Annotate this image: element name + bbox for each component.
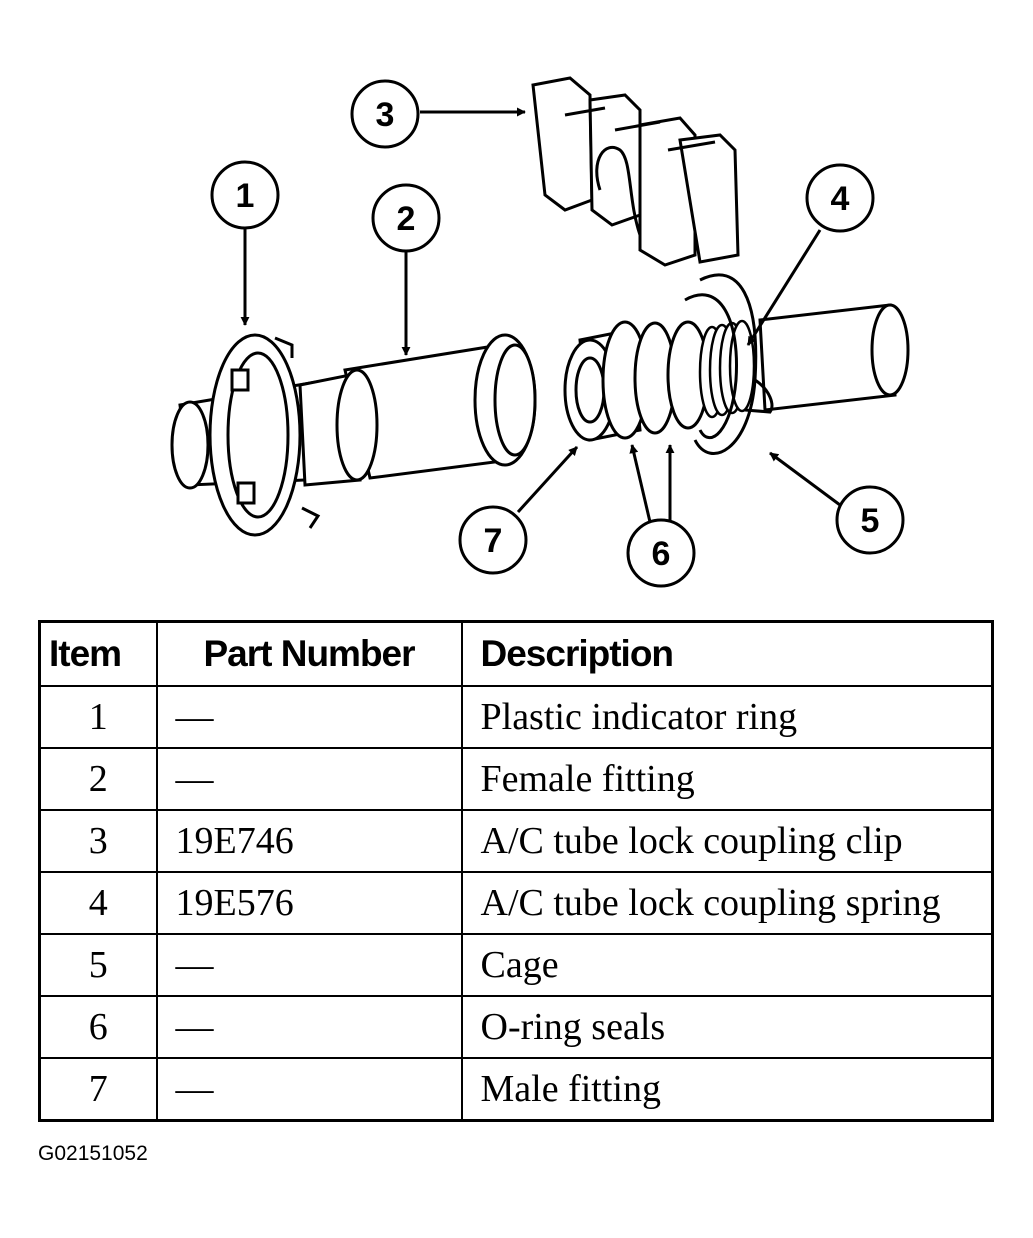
table-row: 6 — O-ring seals: [38, 995, 994, 1059]
svg-text:7: 7: [484, 522, 503, 560]
callout-5: 5: [835, 485, 905, 555]
leader-arrow-6a: [629, 444, 652, 523]
column-header-part-number: Part Number: [155, 620, 463, 687]
svg-text:4: 4: [831, 180, 850, 218]
description-cell: O-ring seals: [460, 995, 994, 1059]
part-number-cell: —: [155, 933, 463, 997]
part-number-cell: 19E576: [155, 871, 463, 935]
male-side-tube: [758, 303, 910, 412]
table-row: 4 19E576 A/C tube lock coupling spring: [38, 871, 994, 935]
item-cell: 6: [38, 995, 158, 1059]
leader-arrow-7: [516, 445, 579, 514]
table-row: 3 19E746 A/C tube lock coupling clip: [38, 809, 994, 873]
parts-table: Item Part Number Description 1 — Plastic…: [38, 620, 994, 1122]
svg-text:6: 6: [652, 535, 671, 573]
item-cell: 3: [38, 809, 158, 873]
plastic-indicator-ring: [208, 333, 321, 537]
callout-2: 2: [371, 183, 441, 253]
description-cell: A/C tube lock coupling clip: [460, 809, 994, 873]
part-number-cell: —: [155, 747, 463, 811]
column-header-item: Item: [38, 620, 158, 687]
description-cell: Plastic indicator ring: [460, 685, 994, 749]
callout-4: 4: [805, 163, 875, 233]
svg-text:5: 5: [861, 502, 880, 540]
svg-text:2: 2: [397, 200, 416, 238]
part-number-cell: —: [155, 1057, 463, 1122]
table-row: 2 — Female fitting: [38, 747, 994, 811]
item-cell: 7: [38, 1057, 158, 1122]
item-cell: 4: [38, 871, 158, 935]
cage: [684, 273, 774, 455]
o-ring-seals: [601, 320, 710, 440]
female-fitting: [298, 333, 537, 487]
svg-text:3: 3: [376, 96, 395, 134]
callout-7: 7: [458, 505, 528, 575]
item-cell: 2: [38, 747, 158, 811]
table-row: 7 — Male fitting: [38, 1057, 994, 1122]
table-row: 5 — Cage: [38, 933, 994, 997]
svg-text:1: 1: [236, 177, 255, 215]
coupling-spring: [698, 319, 756, 419]
part-number-cell: —: [155, 685, 463, 749]
figure-code: G02151052: [38, 1142, 148, 1165]
callout-3: 3: [350, 79, 420, 149]
exploded-assembly-diagram: 1 2 3 4 5 6 7: [170, 76, 910, 588]
table-header-row: Item Part Number Description: [38, 620, 994, 687]
part-number-cell: —: [155, 995, 463, 1059]
table-row: 1 — Plastic indicator ring: [38, 685, 994, 749]
callout-6: 6: [626, 518, 696, 588]
leader-arrow-5: [769, 451, 841, 507]
description-cell: Female fitting: [460, 747, 994, 811]
leader-arrow-4: [746, 229, 822, 346]
description-cell: Male fitting: [460, 1057, 994, 1122]
part-number-cell: 19E746: [155, 809, 463, 873]
coupling-clip: [531, 76, 740, 267]
item-cell: 5: [38, 933, 158, 997]
item-cell: 1: [38, 685, 158, 749]
column-header-description: Description: [460, 620, 994, 687]
leader-arrows: [240, 107, 841, 523]
description-cell: Cage: [460, 933, 994, 997]
description-cell: A/C tube lock coupling spring: [460, 871, 994, 935]
callout-1: 1: [210, 160, 280, 230]
